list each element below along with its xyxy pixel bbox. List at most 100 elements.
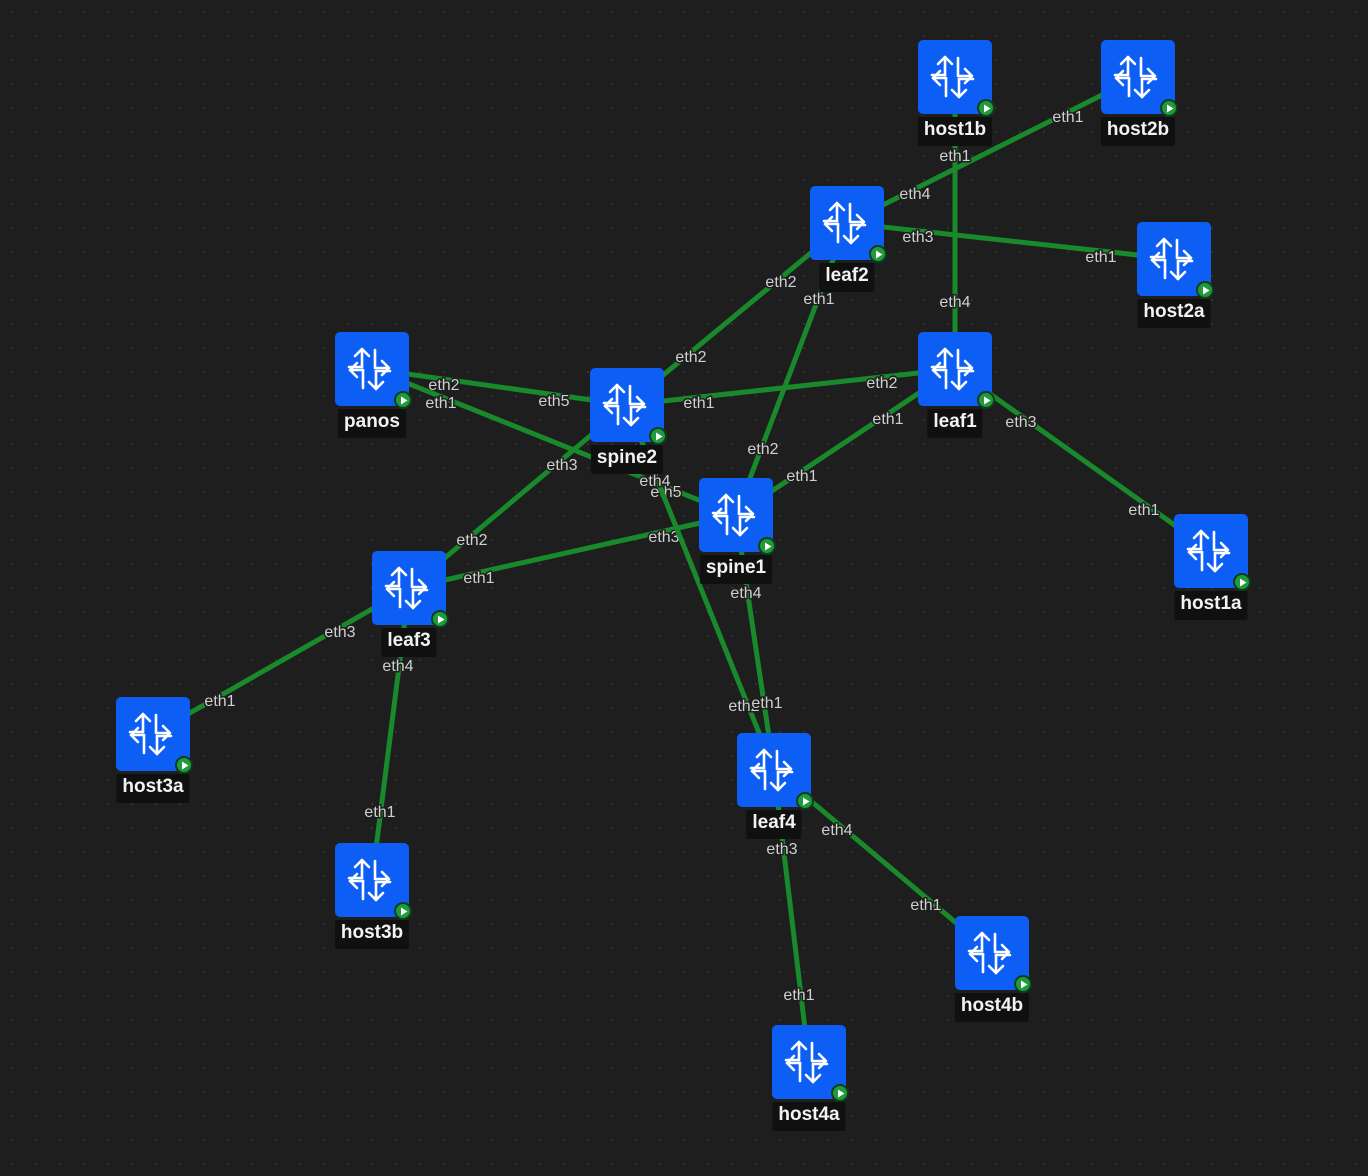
running-icon [1160, 99, 1178, 117]
node-leaf4[interactable]: leaf4 [737, 733, 814, 839]
node-label: host4b [954, 993, 1030, 1022]
node-leaf2[interactable]: leaf2 [810, 186, 887, 292]
link-line[interactable] [953, 366, 1213, 554]
link-panos-spine1[interactable]: eth1 eth5 [371, 366, 737, 518]
port-label: eth1 [683, 395, 714, 412]
link-line[interactable] [626, 366, 956, 408]
port-label: eth4 [639, 473, 670, 490]
port-label: eth1 [751, 695, 782, 712]
port-label: eth1 [425, 395, 456, 412]
node-label: host3b [334, 920, 410, 949]
running-icon [175, 756, 193, 774]
port-label: eth1 [364, 804, 395, 821]
node-leaf3[interactable]: leaf3 [372, 551, 449, 657]
running-icon [1014, 975, 1032, 993]
port-label: eth3 [902, 229, 933, 246]
port-label: eth1 [463, 570, 494, 587]
running-icon [1196, 281, 1214, 299]
node-host2a[interactable]: host2a [1137, 222, 1214, 328]
link-host2b-leaf2[interactable]: eth1 eth4 [845, 74, 1140, 226]
running-icon [831, 1084, 849, 1102]
node-label: host1a [1174, 591, 1248, 620]
running-icon [977, 99, 995, 117]
port-label: eth3 [766, 841, 797, 858]
port-label: eth2 [675, 349, 706, 366]
port-label: eth5 [538, 393, 569, 410]
port-label: eth2 [765, 274, 796, 291]
port-label: eth1 [783, 987, 814, 1004]
node-box[interactable] [335, 843, 409, 917]
node-label: panos [338, 409, 406, 438]
port-label: eth1 [786, 468, 817, 485]
link-line[interactable] [408, 512, 737, 591]
node-label: spine2 [590, 445, 664, 474]
node-leaf1[interactable]: leaf1 [918, 332, 995, 438]
port-label: eth1 [939, 148, 970, 165]
running-icon [1233, 573, 1251, 591]
node-label: leaf1 [927, 409, 983, 438]
node-label: leaf4 [746, 810, 802, 839]
link-leaf1-host1a[interactable]: eth3 eth1 [953, 366, 1213, 554]
port-label: eth2 [866, 375, 897, 392]
link-spine2-leaf1[interactable]: eth1 eth2 [626, 366, 956, 414]
port-label: eth1 [1052, 109, 1083, 126]
node-label: leaf3 [381, 628, 437, 657]
link-leaf2-host2a[interactable]: eth3 eth1 [846, 220, 1175, 268]
node-panos[interactable]: panos [335, 332, 412, 438]
node-spine1[interactable]: spine1 [699, 478, 776, 584]
port-label: eth3 [1005, 414, 1036, 431]
link-line[interactable] [845, 74, 1140, 226]
port-label: eth1 [204, 693, 235, 710]
node-host3a[interactable]: host3a [116, 697, 193, 803]
node-spine2[interactable]: spine2 [590, 368, 667, 474]
node-label: host2b [1100, 117, 1176, 146]
node-label: host2a [1137, 299, 1211, 328]
node-host3b[interactable]: host3b [334, 843, 412, 949]
port-label: eth3 [324, 624, 355, 641]
node-label: host4a [772, 1102, 846, 1131]
port-label: eth1 [872, 411, 903, 428]
running-icon [431, 610, 449, 628]
node-host4b[interactable]: host4b [954, 916, 1032, 1022]
port-label: eth2 [747, 441, 778, 458]
running-icon [869, 245, 887, 263]
node-label: host3a [116, 774, 190, 803]
port-label: eth4 [821, 822, 852, 839]
link-line[interactable] [371, 366, 628, 408]
port-label: eth1 [1128, 502, 1159, 519]
port-label: eth2 [428, 377, 459, 394]
node-host2b[interactable]: host2b [1100, 40, 1178, 146]
node-label: host1b [917, 117, 993, 146]
running-icon [649, 427, 667, 445]
port-label: eth1 [910, 897, 941, 914]
port-label: eth4 [730, 585, 761, 602]
running-icon [796, 792, 814, 810]
node-label: leaf2 [819, 263, 875, 292]
node-box[interactable] [772, 1025, 846, 1099]
port-label: eth1 [1085, 249, 1116, 266]
port-label: eth4 [382, 658, 413, 675]
port-label: eth4 [899, 186, 930, 203]
link-leaf3-host3a[interactable]: eth3 eth1 [151, 585, 411, 737]
node-box[interactable] [737, 733, 811, 807]
running-icon [758, 537, 776, 555]
port-label: eth4 [939, 294, 970, 311]
node-label: spine1 [699, 555, 773, 584]
port-label: eth1 [803, 291, 834, 308]
port-label: eth2 [728, 698, 759, 715]
link-line[interactable] [151, 585, 411, 737]
port-label: eth2 [456, 532, 487, 549]
running-icon [977, 391, 995, 409]
link-line[interactable] [846, 220, 1175, 262]
running-icon [394, 902, 412, 920]
node-host1b[interactable]: host1b [917, 40, 995, 146]
link-line[interactable] [371, 366, 737, 518]
running-icon [394, 391, 412, 409]
link-panos-spine2[interactable]: eth2 eth5 [371, 366, 628, 412]
port-label: eth3 [546, 457, 577, 474]
node-host4a[interactable]: host4a [772, 1025, 849, 1131]
node-host1a[interactable]: host1a [1174, 514, 1251, 620]
